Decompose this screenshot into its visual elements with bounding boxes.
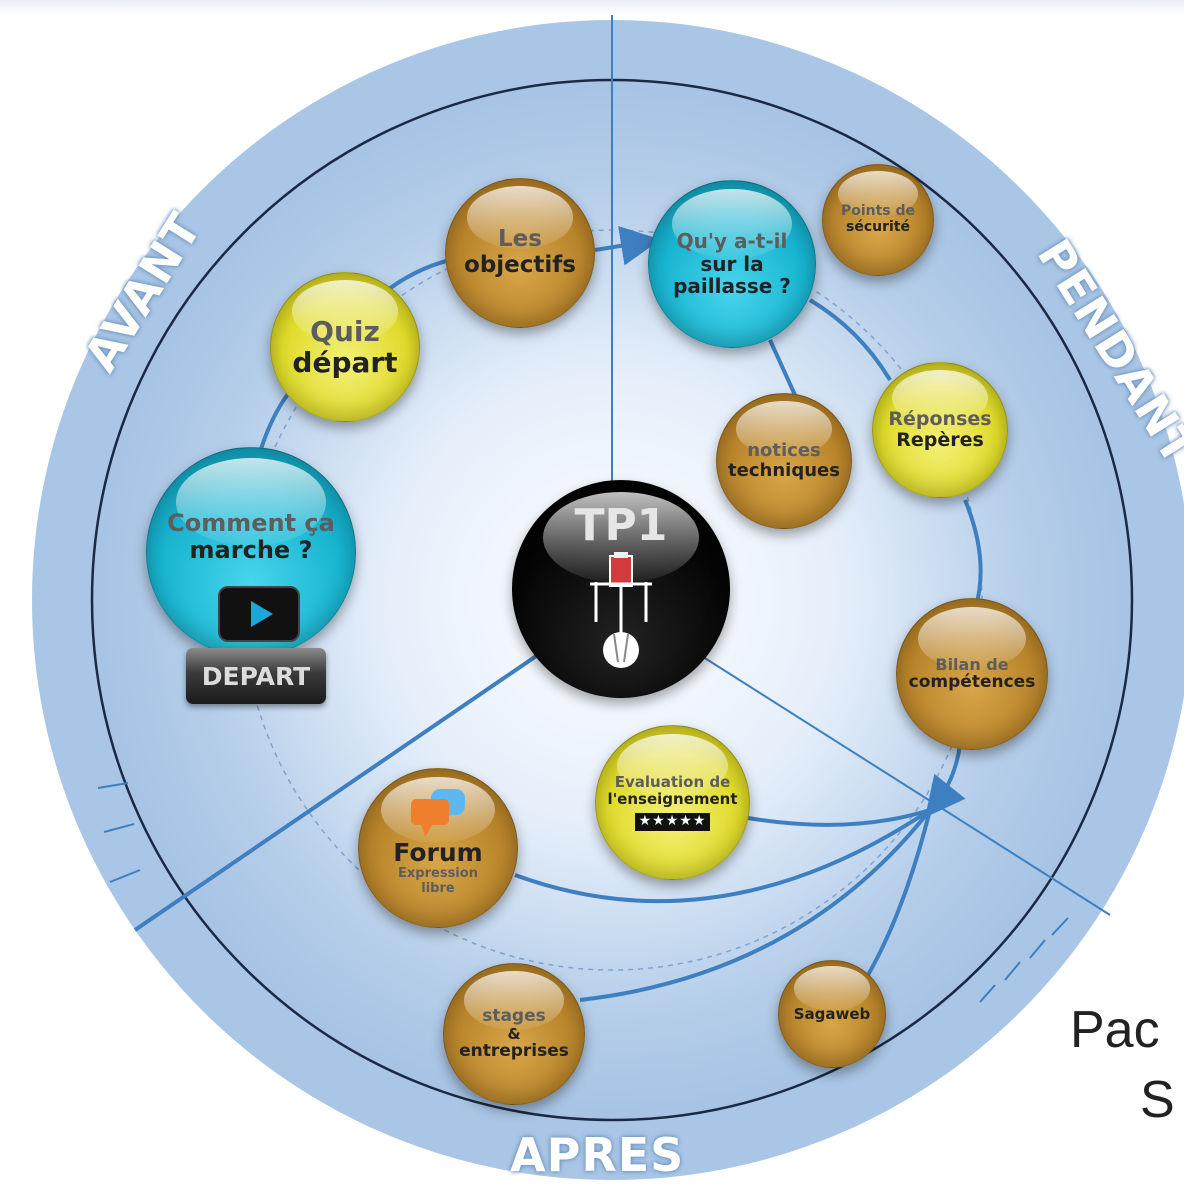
evaluation-line2: l'enseignement bbox=[607, 789, 738, 808]
path-forum-to-hub bbox=[514, 808, 932, 904]
bilan-line2: compétences bbox=[908, 672, 1036, 693]
path-objectifs-to-paillasse bbox=[594, 226, 661, 266]
tp1-center-bubble[interactable]: TP1 bbox=[512, 480, 730, 698]
bilan-competences-bubble[interactable]: Bilan de compétences bbox=[896, 598, 1048, 750]
forum-bubble[interactable]: Forum Expression libre bbox=[358, 768, 518, 928]
points-securite-bubble[interactable]: Points de sécurité bbox=[822, 164, 934, 276]
divider-lower-left bbox=[133, 648, 547, 932]
notices-techniques-bubble[interactable]: notices techniques bbox=[716, 393, 852, 529]
objectifs-line1: Les bbox=[498, 226, 542, 253]
path-evaluation-to-hub bbox=[747, 808, 931, 827]
stages-line1: stages bbox=[482, 1005, 546, 1026]
stages-line3: entreprises bbox=[459, 1041, 569, 1062]
path-stages-to-hub bbox=[579, 808, 932, 1002]
comment-line1: Comment ça bbox=[167, 509, 335, 537]
paillasse-line3: paillasse ? bbox=[673, 274, 791, 299]
section-label-apres: APRES bbox=[510, 1128, 685, 1182]
path-sagaweb-to-hub bbox=[866, 809, 932, 976]
reponses-line2: Repères bbox=[896, 429, 984, 451]
objectifs-bubble[interactable]: Les objectifs bbox=[445, 178, 595, 328]
stages-entreprises-bubble[interactable]: stages & entreprises bbox=[443, 963, 585, 1105]
forum-line1: Forum bbox=[393, 838, 483, 867]
bilan-line1: Bilan de bbox=[935, 654, 1009, 674]
evaluation-bubble[interactable]: Evaluation de l'enseignement ★★★★★ bbox=[595, 725, 750, 880]
securite-line1: Points de bbox=[840, 203, 916, 220]
evaluation-line1: Evaluation de bbox=[614, 772, 731, 791]
tick-left-2 bbox=[103, 823, 135, 833]
chat-bubbles-icon bbox=[411, 789, 465, 837]
cropped-text-line1: Pac bbox=[1070, 1001, 1160, 1059]
notices-line2: techniques bbox=[728, 460, 840, 481]
tp1-label: TP1 bbox=[574, 500, 668, 551]
quiz-line2: départ bbox=[292, 346, 398, 379]
divider-lower-right bbox=[699, 654, 1111, 916]
paillasse-line1: Qu'y a-t-il bbox=[676, 229, 788, 254]
tick-right-2 bbox=[1004, 961, 1021, 981]
tick-left-3 bbox=[109, 869, 141, 883]
forum-line3: libre bbox=[421, 880, 455, 896]
rating-stars-icon: ★★★★★ bbox=[634, 813, 711, 832]
path-bilan-down bbox=[925, 744, 966, 818]
tick-right-4 bbox=[1051, 917, 1069, 936]
tick-right-3 bbox=[1029, 939, 1046, 959]
sagaweb-bubble[interactable]: Sagaweb bbox=[778, 960, 886, 1068]
top-bar bbox=[0, 0, 1184, 14]
sagaweb-label: Sagaweb bbox=[793, 1004, 871, 1023]
lab-apparatus-icon bbox=[590, 552, 652, 669]
quiz-depart-bubble[interactable]: Quiz départ bbox=[270, 272, 420, 422]
notices-line1: notices bbox=[747, 439, 821, 461]
depart-button[interactable]: DEPART bbox=[186, 648, 326, 704]
securite-line2: sécurité bbox=[846, 219, 910, 235]
cropped-text-line2: S bbox=[1140, 1071, 1175, 1129]
tick-right-1 bbox=[979, 984, 996, 1003]
forum-line2: Expression bbox=[398, 866, 478, 881]
reponses-line1: Réponses bbox=[888, 407, 992, 430]
reponses-reperes-bubble[interactable]: Réponses Repères bbox=[872, 362, 1008, 498]
play-icon[interactable] bbox=[218, 586, 300, 642]
quiz-line1: Quiz bbox=[310, 314, 380, 348]
comment-line2: marche ? bbox=[189, 535, 313, 564]
objectifs-line2: objectifs bbox=[464, 252, 576, 278]
paillasse-bubble[interactable]: Qu'y a-t-il sur la paillasse ? bbox=[648, 180, 816, 348]
paillasse-line2: sur la bbox=[700, 251, 764, 276]
tick-left-1 bbox=[97, 782, 129, 789]
path-paillasse-to-notices bbox=[768, 339, 797, 396]
path-paillasse-to-reponses bbox=[808, 298, 892, 382]
stages-line2: & bbox=[507, 1024, 521, 1043]
